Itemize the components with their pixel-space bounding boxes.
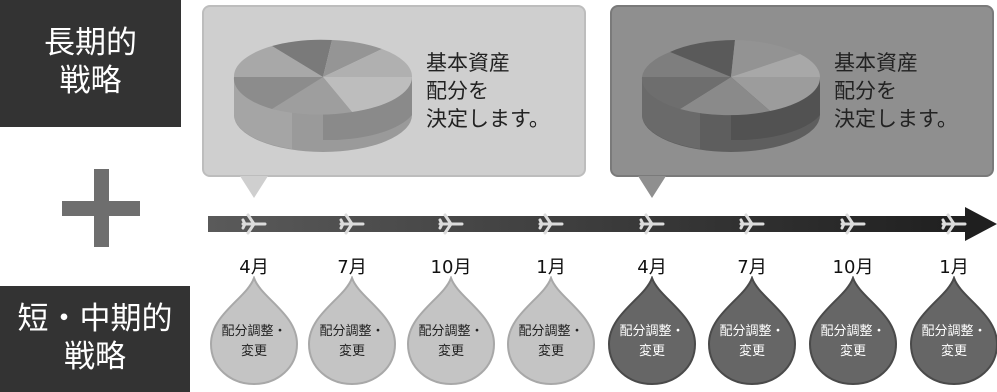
month-label: 1月 [536,257,566,278]
adjustment-line-2: 変更 [738,344,765,359]
month-label: 7月 [337,257,367,278]
adjustment-line-2: 変更 [839,344,866,359]
short-mid-term-line-1: 短・中期的 [17,301,173,337]
callout-1-line-1: 基本資産 [426,51,510,75]
callout-2-line-2: 配分を [834,79,897,103]
airplane-icon [538,213,564,235]
callout-2-pointer [638,176,666,198]
adjustment-drop: 配分調整・変更 [808,276,898,386]
month-label: 4月 [239,257,269,278]
adjustment-line-2: 変更 [338,344,365,359]
callout-1-line-3: 決定します。 [426,107,550,131]
adjustment-line-1: 配分調整・ [518,324,584,339]
callout-2-line-1: 基本資産 [834,51,918,75]
long-term-line-2: 戦略 [59,63,122,99]
timeline-arrow [208,207,997,241]
adjustment-label: 配分調整・変更 [209,322,299,362]
pie-chart-icon [233,39,413,152]
adjustment-label: 配分調整・変更 [707,322,797,362]
adjustment-line-1: 配分調整・ [221,324,287,339]
adjustment-drop: 配分調整・変更 [307,276,397,386]
adjustment-drop: 配分調整・変更 [506,276,596,386]
airplane-icon [840,213,866,235]
adjustment-line-1: 配分調整・ [719,324,785,339]
adjustment-line-2: 変更 [437,344,464,359]
adjustment-line-1: 配分調整・ [820,324,886,339]
adjustment-label: 配分調整・変更 [909,322,997,362]
adjustment-line-1: 配分調整・ [619,324,685,339]
adjustment-label: 配分調整・変更 [506,322,596,362]
adjustment-drop: 配分調整・変更 [707,276,797,386]
month-label: 4月 [637,257,667,278]
adjustment-line-2: 変更 [638,344,665,359]
airplane-icon [339,213,365,235]
callout-text-1: 基本資産 配分を 決定します。 [426,49,550,133]
short-mid-term-line-2: 戦略 [64,339,126,375]
adjustment-drop: 配分調整・変更 [909,276,997,386]
airplane-icon [639,213,665,235]
month-label: 7月 [737,257,767,278]
callout-2-line-3: 決定します。 [834,107,958,131]
adjustment-label: 配分調整・変更 [307,322,397,362]
long-term-line-1: 長期的 [44,25,137,61]
month-label: 1月 [939,257,969,278]
adjustment-line-1: 配分調整・ [418,324,484,339]
adjustment-line-2: 変更 [240,344,267,359]
airplane-icon [241,213,267,235]
long-term-strategy-label: 長期的 戦略 [0,0,181,127]
adjustment-label: 配分調整・変更 [607,322,697,362]
adjustment-line-1: 配分調整・ [921,324,987,339]
asset-allocation-callout-1: 基本資産 配分を 決定します。 [202,5,586,177]
callout-1-pointer [240,176,268,198]
adjustment-line-2: 変更 [537,344,564,359]
adjustment-line-2: 変更 [940,344,967,359]
adjustment-line-1: 配分調整・ [319,324,385,339]
adjustment-label: 配分調整・変更 [406,322,496,362]
adjustment-label: 配分調整・変更 [808,322,898,362]
airplane-icon [941,213,967,235]
pie-chart-icon [641,40,821,152]
airplane-icon [438,213,464,235]
callout-1-line-2: 配分を [426,79,489,103]
month-label: 10月 [430,257,472,278]
short-mid-term-strategy-label: 短・中期的 戦略 [0,286,190,392]
month-label: 10月 [832,257,874,278]
adjustment-drop: 配分調整・変更 [406,276,496,386]
airplane-icon [739,213,765,235]
asset-allocation-callout-2: 基本資産 配分を 決定します。 [610,5,994,177]
adjustment-drop: 配分調整・変更 [209,276,299,386]
callout-text-2: 基本資産 配分を 決定します。 [834,49,958,133]
adjustment-drop: 配分調整・変更 [607,276,697,386]
